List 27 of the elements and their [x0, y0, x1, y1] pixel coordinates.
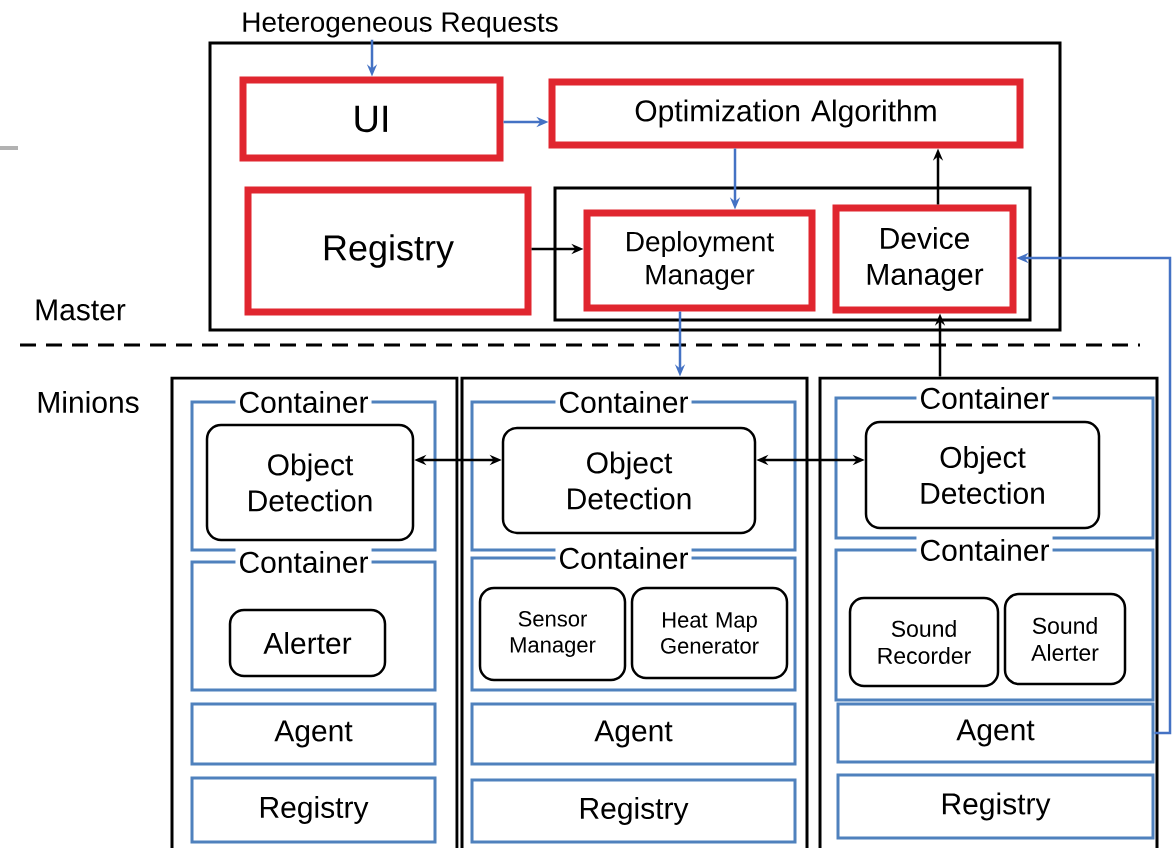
agent-box: Agent: [470, 702, 797, 766]
process-box: Object Detection: [501, 426, 757, 535]
agent-box: Agent: [836, 702, 1155, 764]
process-box: Object Detection: [864, 420, 1101, 530]
process-box: Alerter: [228, 608, 387, 678]
section-label: Master: [36, 299, 126, 321]
process-box: Sound Recorder: [848, 596, 1000, 688]
component-box: Deployment Manager: [583, 209, 816, 312]
agent-box: Registry: [836, 773, 1155, 840]
frame-box: [170, 376, 459, 848]
component-box: UI: [239, 76, 504, 162]
process-box: Sensor Manager: [478, 586, 627, 682]
agent-box: Registry: [470, 778, 797, 844]
component-box: Device Manager: [832, 204, 1017, 314]
frame-box: [208, 41, 1062, 332]
frame-box: [553, 186, 1032, 322]
agent-box: Agent: [190, 702, 437, 766]
frame-box: [818, 376, 1159, 848]
request-label: Heterogeneous Requests: [243, 12, 558, 38]
process-box: Sound Alerter: [1003, 592, 1127, 686]
process-box: Heat Map Generator: [630, 586, 789, 680]
component-box: Optimization Algorithm: [548, 78, 1024, 149]
component-box: Registry: [244, 186, 532, 316]
section-label: Minions: [38, 391, 139, 413]
frame-box: [460, 376, 809, 848]
process-box: Object Detection: [205, 423, 415, 542]
agent-box: Registry: [190, 776, 437, 844]
